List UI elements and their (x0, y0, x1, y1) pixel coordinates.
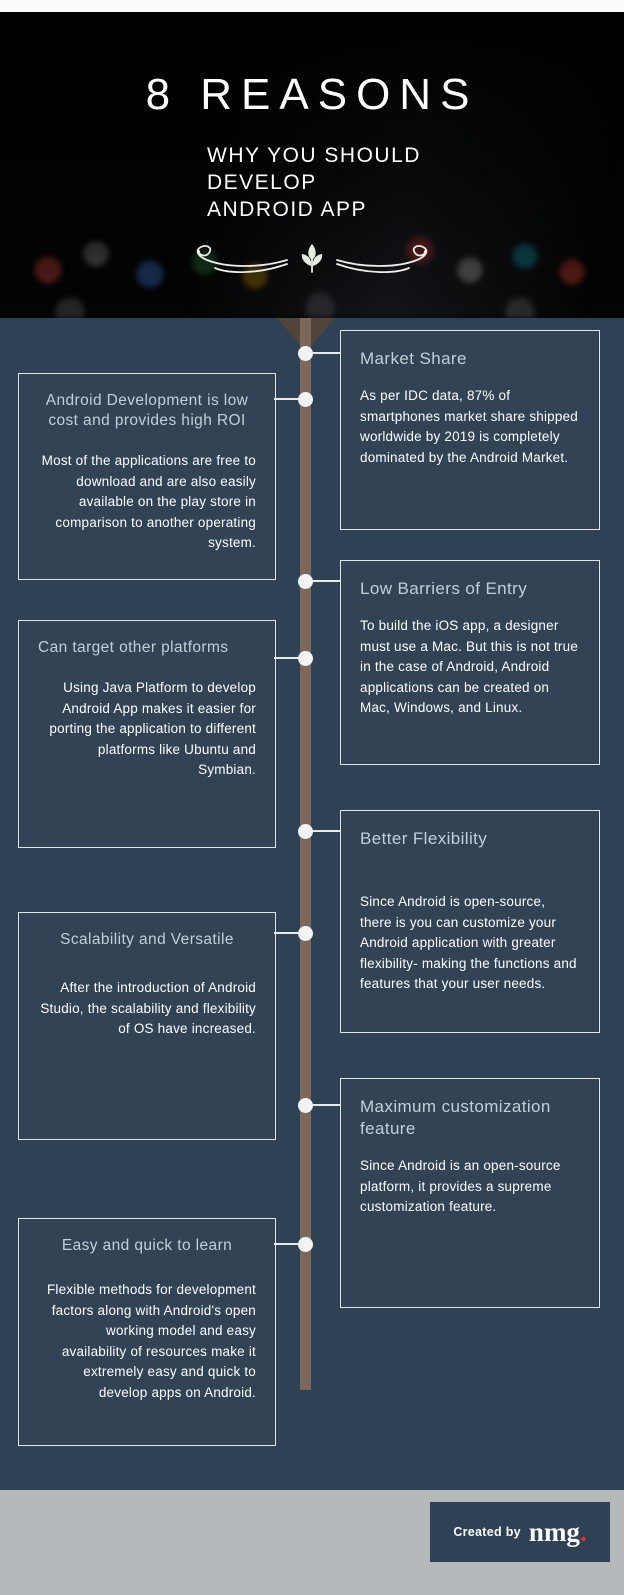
created-by-label: Created by (453, 1525, 521, 1539)
timeline-dot (298, 346, 313, 361)
subtitle-line: DEVELOP (207, 171, 317, 194)
timeline-card-low-barriers: Low Barriers of Entry To build the iOS a… (340, 560, 600, 765)
timeline-connector (310, 352, 340, 354)
timeline-dot (298, 1098, 313, 1113)
card-title: Maximum customization feature (360, 1097, 551, 1139)
card-body: Most of the applications are free to dow… (41, 453, 256, 551)
card-title: Better Flexibility (360, 829, 488, 848)
timeline-card-customization: Maximum customization feature Since Andr… (340, 1078, 600, 1308)
timeline-connector (274, 1243, 300, 1245)
timeline-connector (310, 830, 340, 832)
timeline-card-market-share: Market Share As per IDC data, 87% of sma… (340, 330, 600, 530)
card-body: As per IDC data, 87% of smartphones mark… (360, 388, 579, 465)
subtitle-line: ANDROID APP (207, 198, 368, 221)
timeline-dot (298, 574, 313, 589)
timeline-card-target-platforms: Can target other platforms Using Java Pl… (18, 620, 276, 848)
card-body: Since Android is an open-source platform… (360, 1158, 561, 1215)
nmg-brand-text: nmg (528, 1516, 580, 1547)
timeline-connector (310, 1104, 340, 1106)
timeline-connector (274, 398, 300, 400)
footer: Created by nmg. (0, 1490, 624, 1595)
timeline-dot (298, 1237, 313, 1252)
timeline-card-low-cost-roi: Android Development is low cost and prov… (18, 373, 276, 580)
card-body: Since Android is open-source, there is y… (360, 894, 577, 992)
card-title: Android Development is low cost and prov… (45, 392, 249, 430)
header: 8 REASONS WHY YOU SHOULD DEVELOP ANDROID… (0, 12, 624, 318)
nmg-logo: nmg. (528, 1516, 587, 1547)
card-body: Flexible methods for development factors… (46, 1282, 256, 1400)
timeline-connector (274, 932, 300, 934)
timeline-card-easy-to-learn: Easy and quick to learn Flexible methods… (18, 1218, 276, 1446)
card-body: Using Java Platform to develop Android A… (49, 680, 256, 778)
timeline-card-scalability: Scalability and Versatile After the intr… (18, 912, 276, 1140)
card-title: Market Share (360, 349, 467, 368)
flourish-ornament-icon (196, 244, 428, 273)
card-title: Can target other platforms (38, 639, 229, 656)
timeline-dot (298, 392, 313, 407)
infographic-title: 8 REASONS (145, 70, 479, 119)
credit-card: Created by nmg. (430, 1502, 610, 1562)
subtitle-line: WHY YOU SHOULD (207, 144, 421, 167)
timeline-connector (310, 580, 340, 582)
card-title: Scalability and Versatile (60, 931, 234, 948)
card-body: To build the iOS app, a designer must us… (360, 618, 579, 716)
card-body: After the introduction of Android Studio… (40, 980, 256, 1037)
timeline-dot (298, 824, 313, 839)
timeline-line (300, 318, 311, 1390)
nmg-brand-dot: . (579, 1516, 587, 1547)
card-title: Easy and quick to learn (61, 1237, 233, 1254)
timeline-dot (298, 926, 313, 941)
timeline-connector (274, 657, 300, 659)
top-white-strip (0, 0, 624, 12)
infographic-subtitle: WHY YOU SHOULD DEVELOP ANDROID APP (207, 142, 421, 223)
timeline-dot (298, 651, 313, 666)
card-title: Low Barriers of Entry (360, 579, 528, 598)
timeline-card-better-flexibility: Better Flexibility Since Android is open… (340, 810, 600, 1033)
